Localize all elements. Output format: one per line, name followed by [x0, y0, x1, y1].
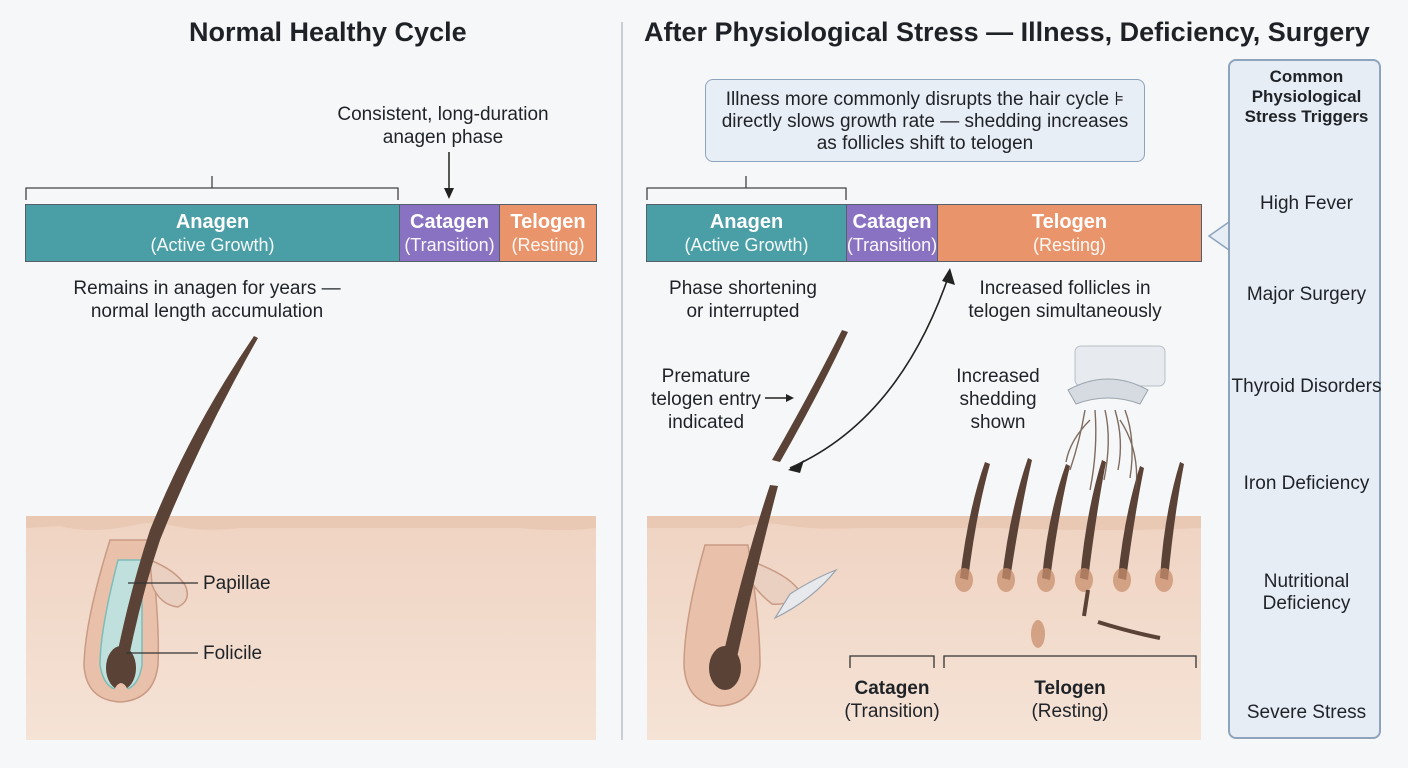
right-phase-catagen: Catagen(Transition) — [846, 204, 938, 262]
right-skin-cross-section — [647, 268, 1201, 740]
anagen-duration-annotation: Consistent, long-duration anagen phase — [337, 104, 549, 148]
papillae-label: Papillae — [203, 573, 271, 594]
anagen-years-annotation: Remains in anagen for years — normal len… — [73, 278, 341, 322]
right-phase-anagen: Anagen(Active Growth) — [646, 204, 847, 262]
phase-shortening-label: Phase shortening or interrupted — [669, 278, 817, 322]
trigger-major-surgery: Major Surgery — [1246, 284, 1367, 305]
follicle-label: Folicile — [203, 643, 263, 664]
bottom-catagen-label: Catagen (Transition) — [844, 678, 940, 722]
premature-telogen-label: Premature telogen entry indicated — [651, 366, 761, 433]
left-skin-cross-section — [26, 336, 596, 740]
left-phase-telogen: Telogen(Resting) — [499, 204, 597, 262]
stress-triggers-panel: Common Physiological Stress Triggers Hig… — [1228, 59, 1381, 739]
trigger-severe-stress: Severe Stress — [1246, 702, 1367, 723]
left-panel-title: Normal Healthy Cycle — [189, 17, 467, 47]
right-panel-title: After Physiological Stress — Illness, De… — [644, 17, 1370, 47]
left-phase-anagen: Anagen(Active Growth) — [25, 204, 400, 262]
trigger-nutritional-deficiency: Nutritional Deficiency — [1262, 571, 1351, 614]
bottom-telogen-label: Telogen (Resting) — [1031, 678, 1109, 722]
right-phase-telogen: Telogen(Resting) — [937, 204, 1202, 262]
trigger-high-fever: High Fever — [1260, 193, 1353, 214]
left-phase-catagen: Catagen(Transition) — [399, 204, 500, 262]
triggers-title: Common Physiological Stress Triggers — [1244, 67, 1369, 126]
trigger-thyroid-disorders: Thyroid Disorders — [1231, 376, 1382, 397]
increased-follicles-label: Increased follicles in telogen simultane… — [968, 278, 1162, 322]
trigger-iron-deficiency: Iron Deficiency — [1243, 473, 1370, 494]
illness-note-box: Illness more commonly disrupts the hair … — [705, 79, 1145, 162]
shedding-label: Increased shedding shown — [956, 366, 1040, 433]
